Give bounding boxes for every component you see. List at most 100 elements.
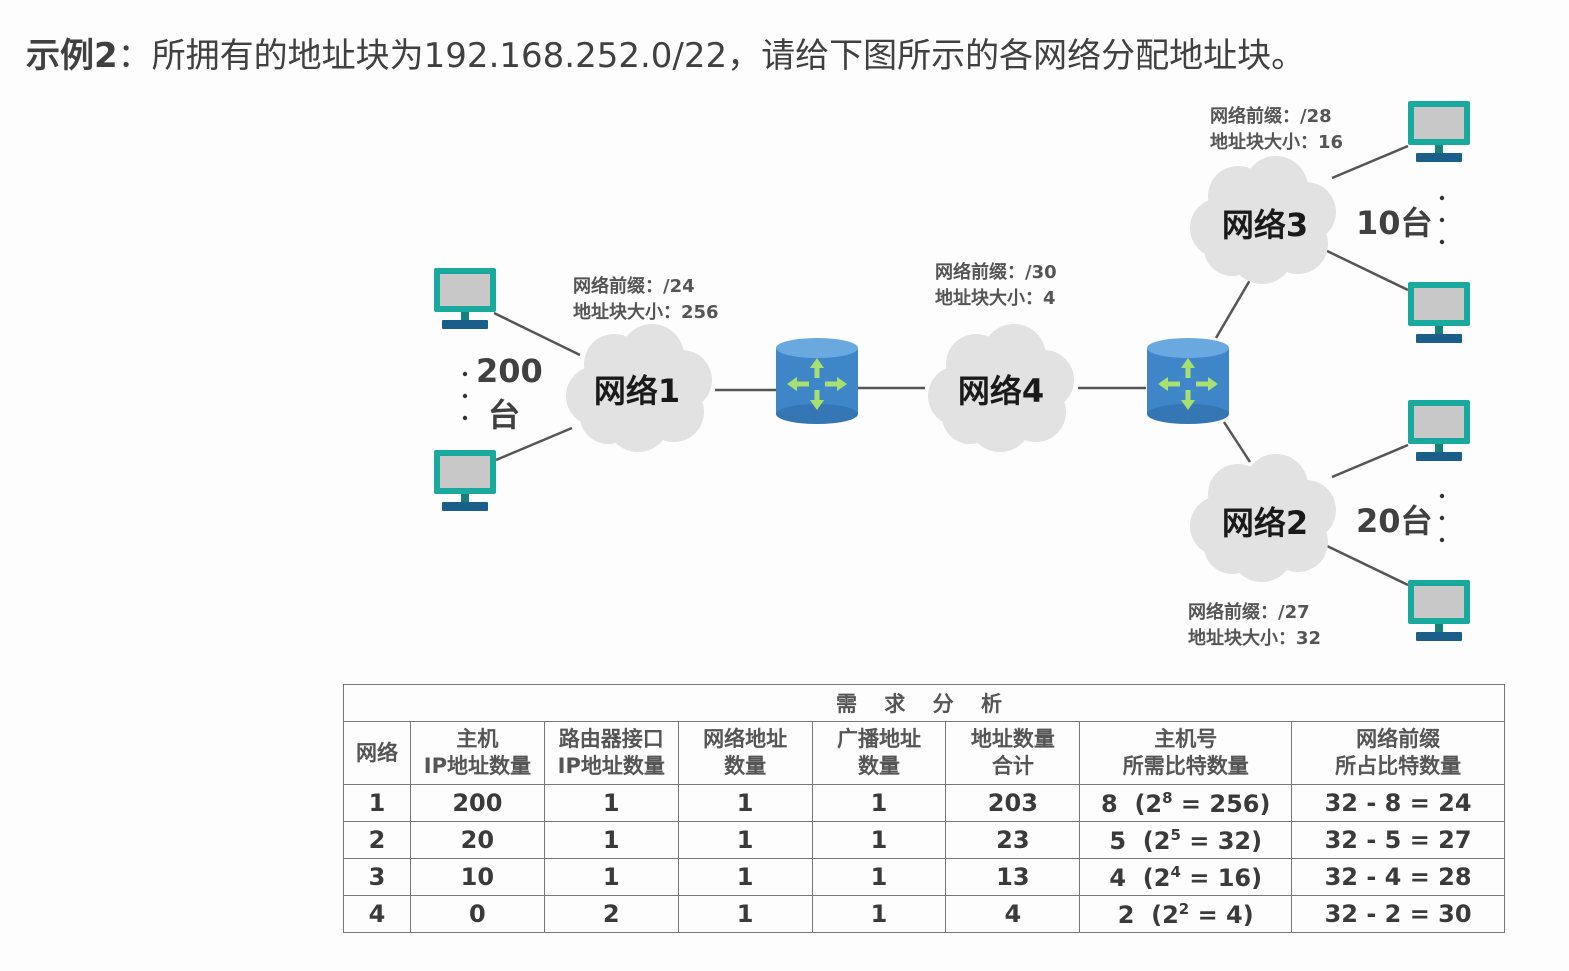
power-exponent: 5	[1170, 825, 1181, 844]
cell-prefix-bits: 32 - 4 = 28	[1291, 858, 1505, 896]
cell-total: 4	[945, 895, 1081, 933]
cell-host-bits: 8 (28 = 256)	[1079, 784, 1293, 822]
cell-net-addr: 1	[677, 784, 813, 822]
power-base: (2	[1142, 863, 1171, 892]
header-prefix-bits: 网络前缀所占比特数量	[1291, 721, 1505, 785]
net2-size: 地址块大小：32	[1188, 627, 1321, 649]
link-net3-host3b	[1324, 248, 1409, 292]
net2-host-count: 20台	[1356, 502, 1433, 540]
net1-prefix: 网络前缀：/24	[573, 275, 695, 297]
computer-icon	[1408, 282, 1470, 343]
net3-label: 网络3	[1222, 206, 1308, 244]
computer-icon	[1408, 580, 1470, 641]
computer-icon	[1408, 101, 1470, 162]
cell-total: 23	[945, 821, 1081, 859]
power-result: = 4)	[1189, 900, 1254, 929]
router-icon	[776, 338, 858, 424]
net4-label: 网络4	[958, 372, 1044, 410]
ellipsis-dots	[462, 195, 1445, 543]
header-host-bits: 主机号所需比特数量	[1079, 721, 1293, 785]
link-net3-host3a	[1331, 144, 1409, 180]
cell-net: 1	[343, 784, 411, 822]
power-result: = 16)	[1180, 863, 1263, 892]
host-bits-value: 2	[1117, 900, 1135, 929]
header-bcast: 广播地址数量	[811, 721, 947, 785]
link-net2-host2a	[1331, 443, 1409, 479]
cell-hosts: 10	[409, 858, 545, 896]
cell-router-if: 1	[543, 858, 679, 896]
cell-host-bits: 5 (25 = 32)	[1079, 821, 1293, 859]
cell-net: 3	[343, 858, 411, 896]
link-host1b-net1	[495, 426, 573, 462]
computer-icon	[434, 268, 496, 329]
host-bits-value: 5	[1109, 826, 1127, 855]
cell-net-addr: 1	[677, 858, 813, 896]
power-exponent: 2	[1178, 899, 1190, 918]
cell-router-if: 2	[543, 895, 679, 933]
link-router2-net3	[1214, 279, 1252, 339]
link-router2-net2	[1222, 421, 1252, 463]
net1-host-unit: 台	[488, 396, 520, 434]
link-net2-host2b	[1324, 543, 1409, 587]
cell-prefix-bits: 32 - 5 = 27	[1291, 821, 1505, 859]
cell-net: 4	[343, 895, 411, 933]
cell-total: 203	[945, 784, 1081, 822]
net3-prefix: 网络前缀：/28	[1210, 105, 1332, 127]
cell-prefix-bits: 32 - 8 = 24	[1291, 784, 1505, 822]
host-bits-value: 4	[1109, 863, 1127, 892]
net3-host-count: 10台	[1356, 204, 1433, 242]
host-bits-value: 8	[1101, 789, 1118, 818]
net2-prefix: 网络前缀：/27	[1188, 601, 1310, 623]
net1-label: 网络1	[594, 372, 680, 410]
cell-host-bits: 4 (24 = 16)	[1079, 858, 1293, 896]
power-exponent: 8	[1162, 788, 1173, 807]
cell-bcast: 1	[811, 895, 947, 933]
net4-prefix: 网络前缀：/30	[935, 261, 1057, 283]
cell-total: 13	[945, 858, 1081, 896]
computer-icon	[434, 450, 496, 511]
table-caption: 需 求 分 析	[343, 684, 1505, 722]
power-base: (2	[1151, 900, 1179, 929]
power-base: (2	[1134, 789, 1163, 818]
router-icon	[1147, 338, 1229, 424]
power-base: (2	[1142, 826, 1171, 855]
power-exponent: 4	[1170, 862, 1181, 881]
header-net-addr: 网络地址数量	[677, 721, 813, 785]
title-text: ：所拥有的地址块为192.168.252.0/22，请给下图所示的各网络分配地址…	[117, 36, 1306, 76]
cell-net-addr: 1	[677, 821, 813, 859]
cell-router-if: 1	[543, 784, 679, 822]
cell-hosts: 200	[409, 784, 545, 822]
header-net: 网络	[343, 721, 411, 785]
cell-router-if: 1	[543, 821, 679, 859]
net1-size: 地址块大小：256	[573, 301, 719, 323]
link-host1a-net1	[493, 311, 581, 357]
title-lead: 示例2	[26, 36, 118, 76]
net2-label: 网络2	[1222, 504, 1308, 542]
cell-host-bits: 2 (22 = 4)	[1079, 895, 1293, 933]
computer-icon	[1408, 400, 1470, 461]
cell-net-addr: 1	[677, 895, 813, 933]
cell-bcast: 1	[811, 784, 947, 822]
cell-prefix-bits: 32 - 2 = 30	[1291, 895, 1505, 933]
cell-bcast: 1	[811, 821, 947, 859]
page-title: 示例2：所拥有的地址块为192.168.252.0/22，请给下图所示的各网络分…	[26, 28, 1305, 77]
power-result: = 256)	[1172, 789, 1271, 818]
header-total: 地址数量合计	[945, 721, 1081, 785]
cell-hosts: 0	[409, 895, 545, 933]
cell-bcast: 1	[811, 858, 947, 896]
links	[493, 144, 1409, 587]
net4-size: 地址块大小：4	[935, 287, 1056, 309]
power-result: = 32)	[1180, 826, 1263, 855]
net1-host-count: 200	[476, 352, 543, 390]
network-diagram: 网络1 网络4 网络3 网络2 网络前缀：/24 地址块大小：256 网络前缀：…	[434, 101, 1470, 649]
net3-size: 地址块大小：16	[1210, 131, 1343, 153]
